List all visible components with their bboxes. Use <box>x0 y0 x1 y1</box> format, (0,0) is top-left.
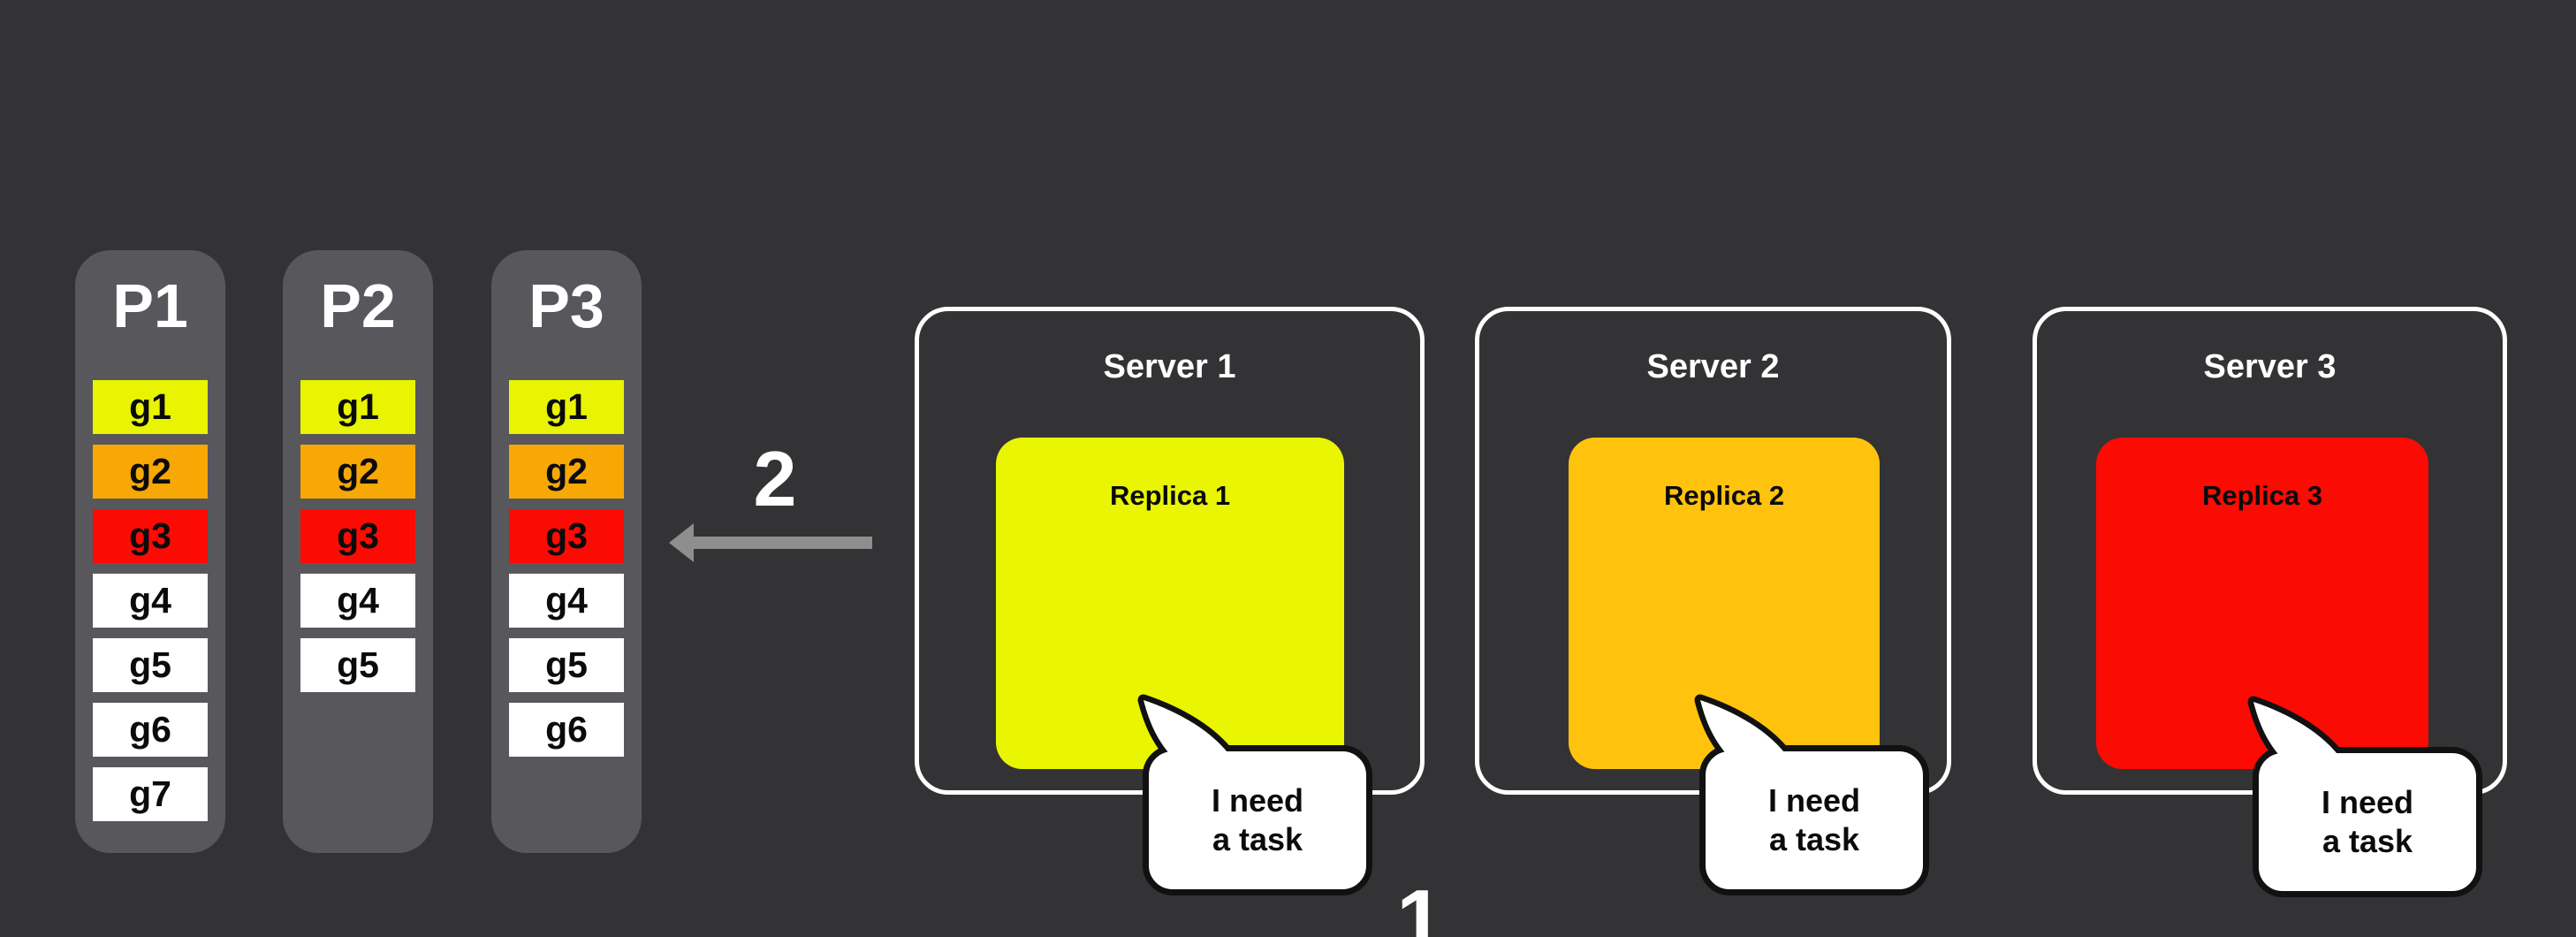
step-1-label: 1 <box>1396 872 1444 937</box>
speech-bubble-1: I need a task <box>1137 694 1372 895</box>
server-title: Server 2 <box>1646 348 1780 385</box>
queue-column-p1: P1 g1 g2 g3 g4 g5 g6 g7 <box>75 250 225 853</box>
task-cell: g1 <box>509 380 624 434</box>
task-cell: g4 <box>509 574 624 628</box>
task-cell: g1 <box>300 380 415 434</box>
task-cell: g5 <box>93 638 208 692</box>
speech-tail-fill <box>1144 700 1233 761</box>
task-cell: g4 <box>300 574 415 628</box>
task-cell: g5 <box>300 638 415 692</box>
queue-title: P3 <box>528 271 604 340</box>
left-arrow-line <box>692 537 872 549</box>
task-cell: g3 <box>509 509 624 563</box>
replica-title: Replica 3 <box>2201 480 2323 511</box>
bubble-text-line2: a task <box>2321 823 2413 859</box>
bubble-text-line2: a task <box>1212 821 1303 857</box>
bubble-text-line2: a task <box>1768 821 1860 857</box>
bubble-text-line1: I need <box>1767 782 1861 819</box>
task-cell: g3 <box>93 509 208 563</box>
task-cell: g3 <box>300 509 415 563</box>
queue-title: P1 <box>112 271 188 340</box>
queue-column-p2: P2 g1 g2 g3 g4 g5 <box>283 250 433 853</box>
speech-bubble-2: I need a task <box>1694 694 1929 895</box>
server-title: Server 3 <box>2203 348 2337 385</box>
task-cell: g5 <box>509 638 624 692</box>
bubble-text-line1: I need <box>2321 784 2414 820</box>
task-cell: g2 <box>509 445 624 499</box>
bubble-text-line1: I need <box>1211 782 1304 819</box>
replica-title: Replica 2 <box>1663 480 1785 511</box>
task-cell: g2 <box>300 445 415 499</box>
step-2-label: 2 <box>753 435 797 522</box>
speech-bubble-body: I need a task <box>2253 747 2482 897</box>
task-cell: g4 <box>93 574 208 628</box>
speech-tail-fill <box>1700 700 1790 761</box>
speech-bubble-body: I need a task <box>1143 745 1372 895</box>
left-arrow-head-icon <box>669 523 694 562</box>
task-cell: g6 <box>509 703 624 757</box>
task-cell: g1 <box>93 380 208 434</box>
speech-bubble-body: I need a task <box>1699 745 1929 895</box>
queue-title: P2 <box>320 271 396 340</box>
speech-bubble-3: I need a task <box>2247 696 2482 897</box>
server-title: Server 1 <box>1103 348 1236 385</box>
task-cell: g6 <box>93 703 208 757</box>
replica-title: Replica 1 <box>1109 480 1231 511</box>
task-cell: g2 <box>93 445 208 499</box>
queue-column-p3: P3 g1 g2 g3 g4 g5 g6 <box>491 250 642 853</box>
task-cell: g7 <box>93 767 208 821</box>
speech-tail-fill <box>2253 702 2343 763</box>
